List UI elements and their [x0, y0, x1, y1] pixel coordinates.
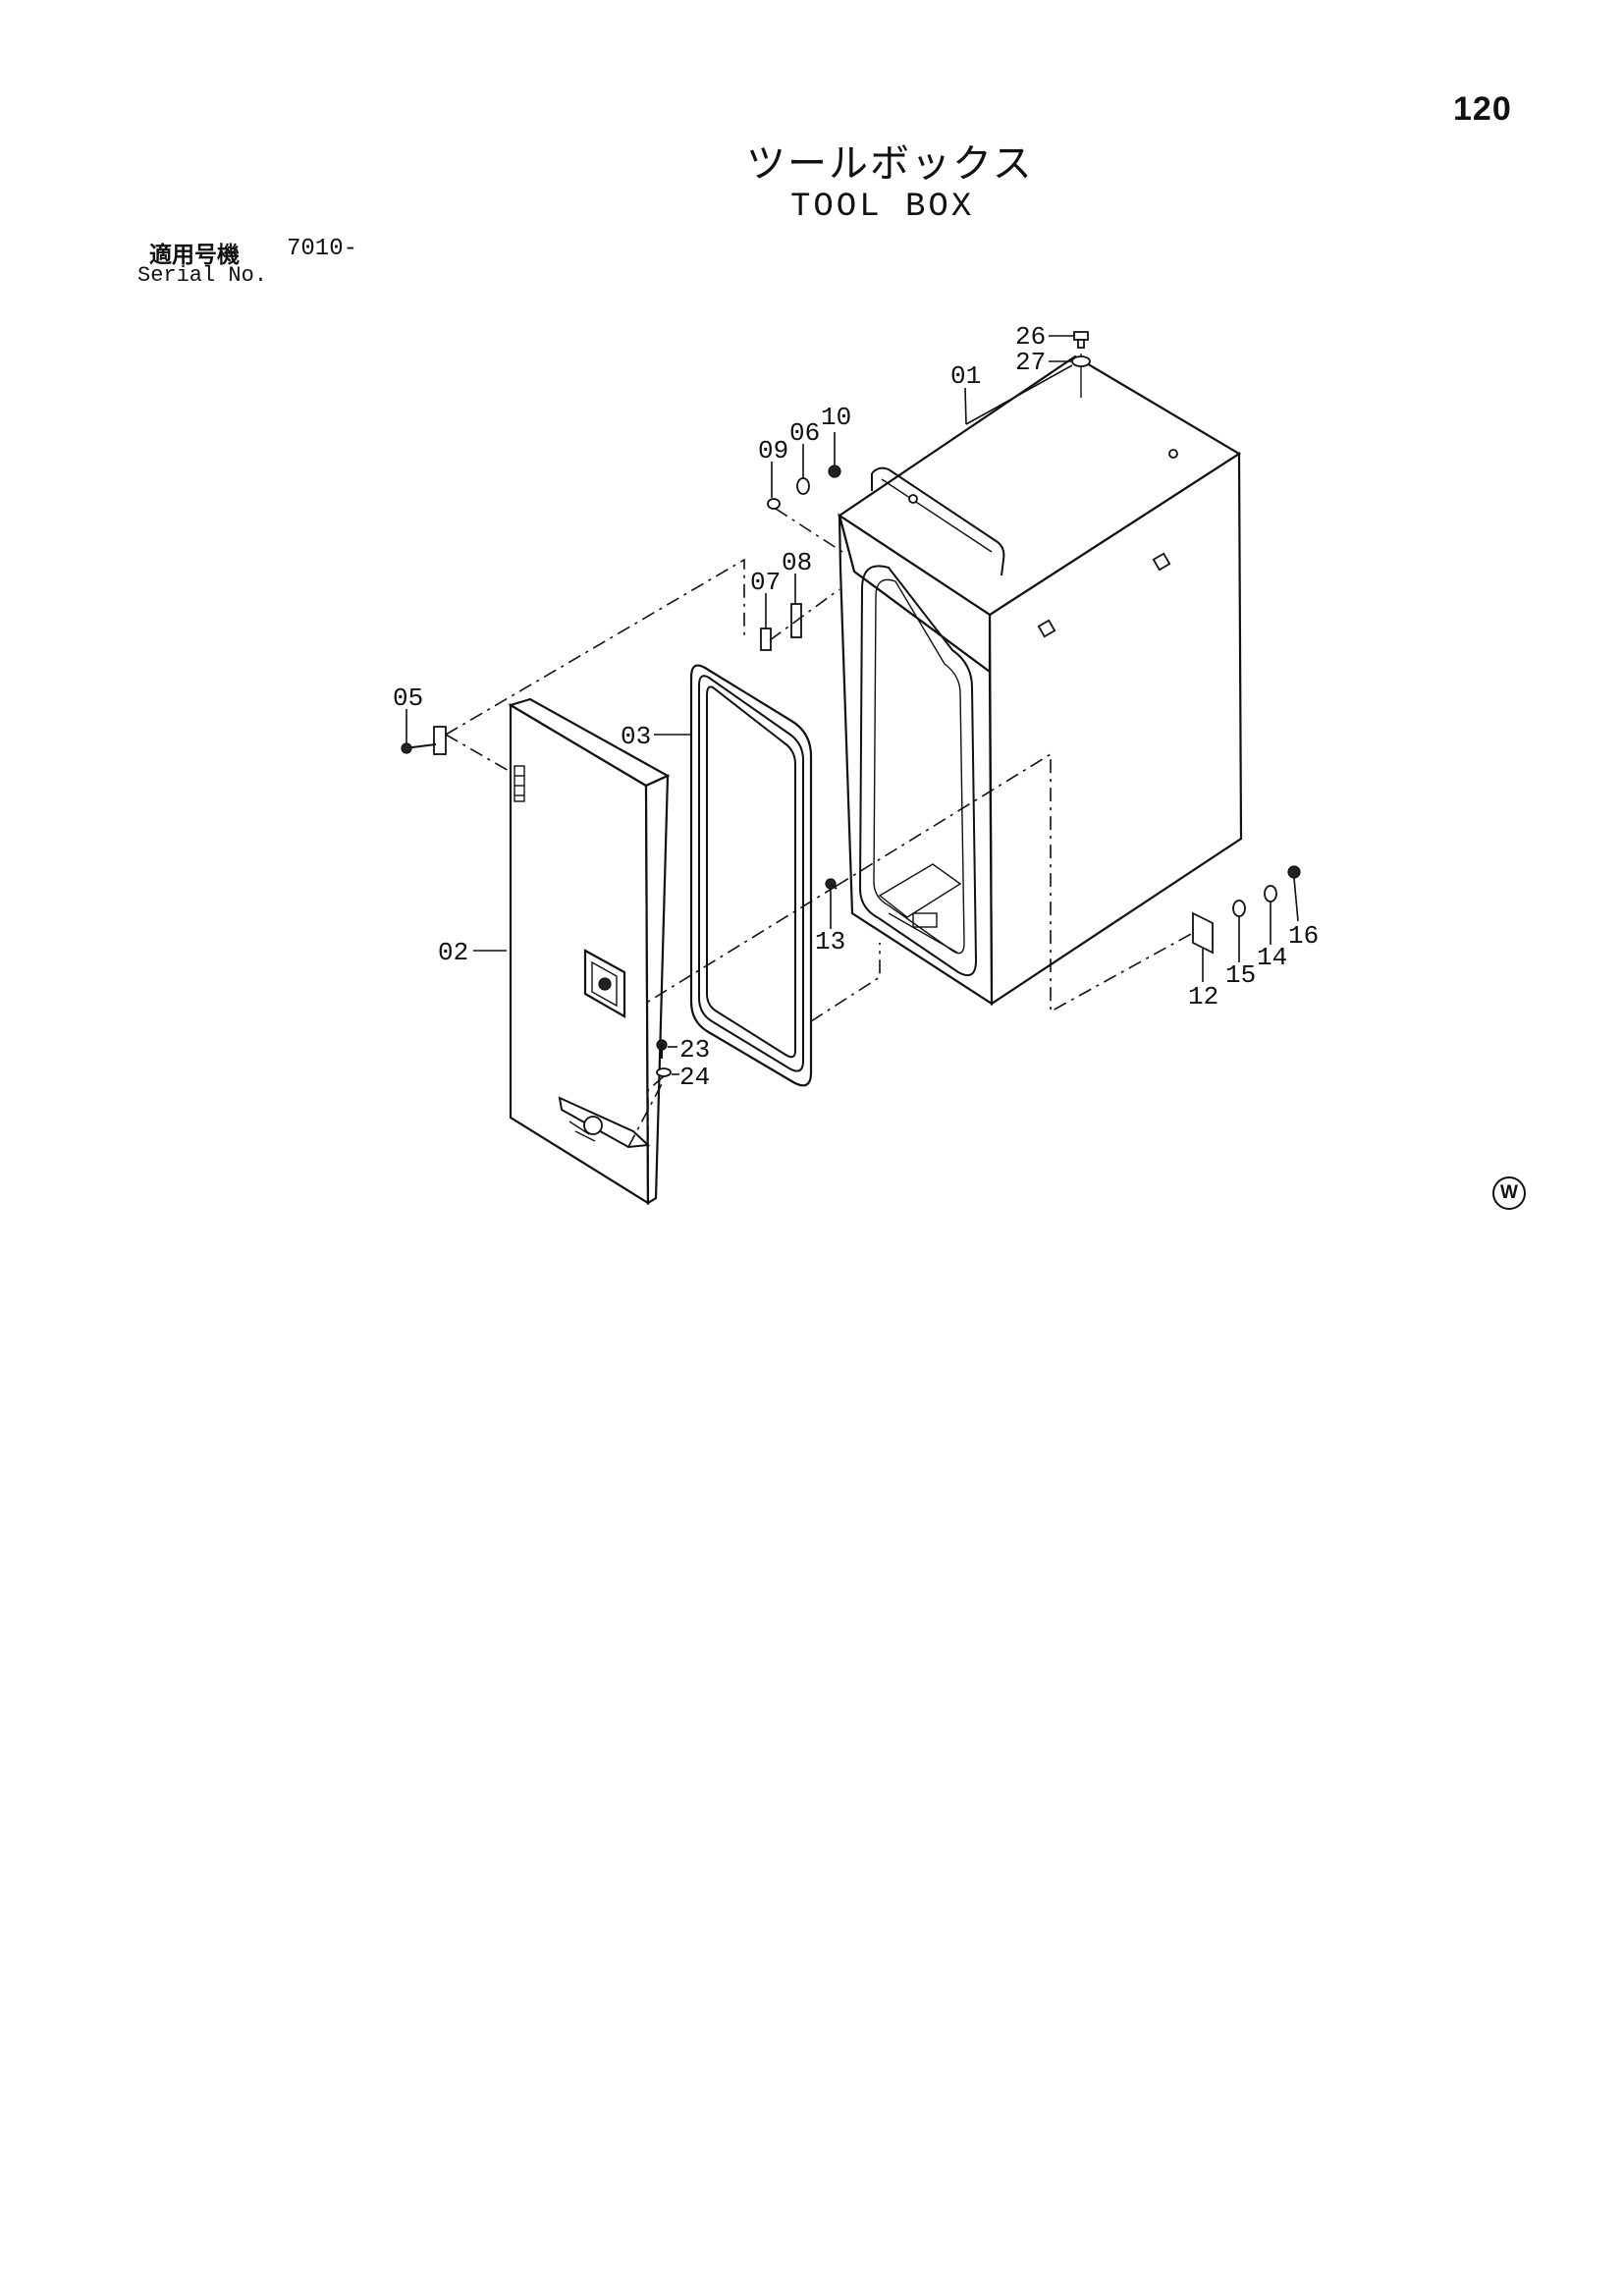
- page-number: 120: [1453, 90, 1512, 128]
- callout-26: 26: [1015, 322, 1046, 352]
- callout-05: 05: [393, 683, 423, 713]
- title-japanese: ツールボックス: [746, 141, 1034, 187]
- callout-13: 13: [815, 927, 845, 957]
- washer-14: [1264, 885, 1277, 902]
- door-seal: [689, 664, 813, 1087]
- callout-14: 14: [1257, 943, 1287, 972]
- serial-label-japanese: 適用号機: [149, 243, 240, 268]
- callout-03: 03: [621, 722, 651, 751]
- callout-08: 08: [782, 548, 812, 577]
- callout-labels: 01 02 03 05 06 07 08 09 10 12 13 14 15 1…: [393, 322, 1319, 1092]
- washer-24: [656, 1067, 672, 1077]
- tool-box-door: [508, 697, 671, 1205]
- washer-27: [1071, 355, 1091, 367]
- callout-12: 12: [1188, 982, 1218, 1011]
- callout-01: 01: [950, 361, 981, 391]
- callout-27: 27: [1015, 348, 1046, 377]
- callout-15: 15: [1225, 960, 1256, 990]
- title-english: TOOL BOX: [790, 189, 975, 226]
- callout-02: 02: [438, 938, 468, 967]
- callout-09: 09: [758, 436, 788, 465]
- w-mark-icon: W: [1492, 1176, 1526, 1210]
- serial-label-english: Serial No.: [137, 263, 268, 288]
- bracket-12: [1192, 911, 1214, 955]
- bolt-23: [656, 1039, 668, 1059]
- bolt-26: [1073, 331, 1089, 349]
- callout-24: 24: [679, 1063, 710, 1092]
- callout-10: 10: [821, 403, 851, 432]
- washer-15: [1232, 900, 1246, 917]
- callout-07: 07: [750, 568, 781, 597]
- part-09: [767, 498, 781, 510]
- callout-16: 16: [1288, 921, 1319, 951]
- plate-07: [760, 628, 772, 651]
- nut-16: [1287, 865, 1301, 879]
- leader-lines: [406, 335, 1299, 1075]
- serial-number-value: 7010-: [287, 236, 358, 262]
- assembly-lines: [445, 508, 1194, 1169]
- callout-23: 23: [679, 1035, 710, 1065]
- callout-06: 06: [789, 418, 820, 448]
- washer-06: [796, 477, 810, 495]
- bolt-and-bracket-05: [401, 726, 447, 755]
- tool-box-body: [838, 354, 1243, 1007]
- nut-10: [828, 465, 841, 478]
